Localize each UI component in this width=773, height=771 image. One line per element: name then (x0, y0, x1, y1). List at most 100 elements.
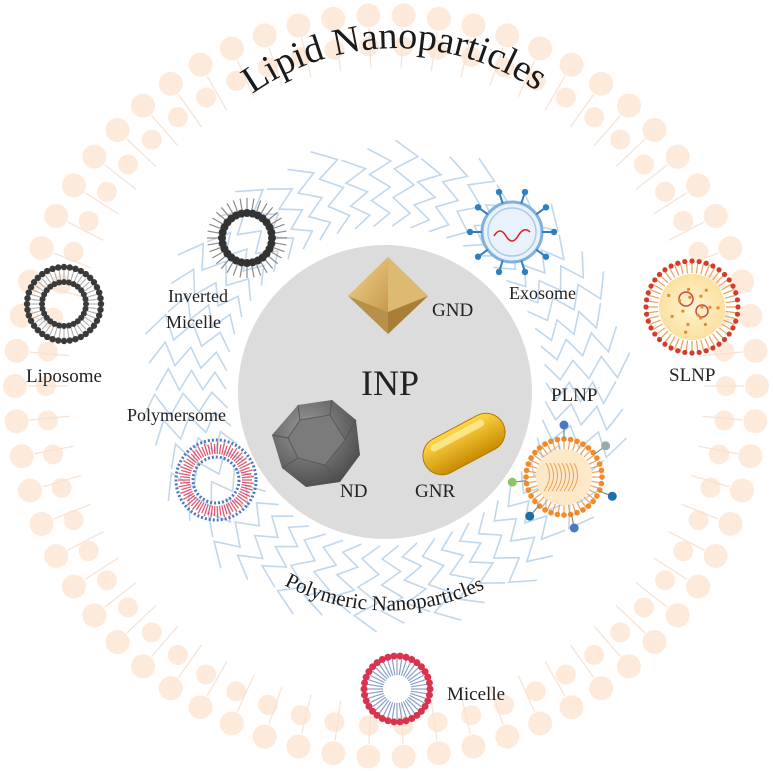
micelle-tail (409, 694, 425, 704)
lipid-head (642, 630, 667, 655)
lipid-tail (148, 340, 228, 371)
slnp-head (734, 311, 741, 317)
polymersome-chain (178, 484, 191, 488)
bilayer-head-inner (65, 279, 72, 286)
bilayer-tail (45, 275, 52, 285)
slnp-head (643, 297, 650, 303)
micelle-tail (406, 698, 419, 711)
bilayer-head-inner (80, 291, 87, 298)
bilayer-head-outer (72, 265, 79, 273)
slnp-head (716, 341, 722, 347)
lipid-head (718, 511, 743, 536)
micelle-head (408, 715, 416, 723)
polymersome-chain (216, 505, 219, 518)
lipid-tail (506, 234, 565, 288)
lipid-tail (213, 501, 279, 569)
bilayer-head-outer (77, 333, 84, 341)
polymersome-outer (174, 438, 258, 522)
plnp-head (528, 493, 534, 499)
bilayer-tail (86, 310, 97, 315)
lipid-tail-faint (460, 694, 471, 735)
bilayer-head-outer (90, 322, 98, 329)
bilayer-head-outer (95, 289, 103, 296)
lipid-tail (170, 430, 238, 470)
lipid-tail-faint (84, 557, 119, 581)
bilayer-head-outer (55, 264, 62, 271)
plnp-label: PLNP (551, 385, 597, 406)
bilayer-tail (79, 321, 87, 331)
slnp-tail (723, 319, 735, 326)
bilayer-head-inner (61, 279, 67, 285)
polymersome-chain (207, 444, 211, 455)
lipid-tail-faint (698, 445, 738, 455)
micelle-tail (273, 230, 287, 234)
lipid-head (426, 6, 451, 31)
lipid-head (461, 13, 486, 38)
polymersome-chain (231, 499, 239, 509)
lipid-tail (235, 188, 295, 260)
micelle-tail (209, 246, 222, 253)
lipid-tail (410, 158, 443, 229)
polymersome-chain (183, 492, 195, 501)
slnp-particle (716, 306, 720, 310)
polymersome-chain (186, 454, 197, 464)
inverted-micelle-label-line1: Inverted (168, 286, 228, 306)
polymersome-chain (203, 443, 209, 456)
slnp-tail (708, 266, 716, 278)
lipid-head (96, 181, 117, 202)
polymersome-chain (235, 455, 244, 464)
slnp-particle (699, 294, 703, 298)
lipid-tail (367, 147, 393, 228)
micelle-tail (367, 683, 384, 688)
plnp-polymer (571, 462, 578, 492)
lipid-tails (141, 139, 631, 633)
slnp-head (668, 345, 674, 351)
lipid-tail-faint (680, 503, 719, 520)
exosome-protein-tip (542, 204, 550, 211)
bilayer-tail (49, 325, 55, 336)
micelle-tail (391, 659, 396, 676)
plnp-head (574, 438, 580, 445)
micelle-head (425, 691, 433, 699)
bilayer-head-outer (93, 317, 101, 324)
lipid-head (673, 541, 694, 562)
lipid-tail-faint (430, 31, 438, 72)
micelle-tail (232, 200, 239, 213)
bilayer-head-outer (27, 284, 35, 291)
bilayer-head-outer (49, 265, 56, 273)
bilayer-tail (35, 316, 45, 323)
lipid-head (729, 269, 754, 294)
lipid-tail (352, 545, 381, 633)
bilayer-head-outer (86, 326, 94, 334)
plnp-head (580, 441, 586, 447)
bilayer-head-outer (30, 279, 38, 286)
lipid-head (461, 46, 482, 67)
micelle-head (413, 659, 421, 667)
lipid-head (158, 676, 183, 701)
lipid-tail-faint (635, 582, 668, 608)
polymersome-chain (241, 475, 254, 479)
lipid-tail (287, 168, 332, 241)
micelle-tail (215, 211, 227, 222)
lipid-tail-faint (268, 686, 283, 725)
polymersome-chain (186, 458, 196, 466)
lipid-head (252, 23, 277, 48)
bilayer-tail (53, 271, 58, 282)
bilayer-head-inner (70, 320, 77, 327)
lipid-tail (534, 302, 602, 342)
exosome-protein-tip (542, 253, 550, 260)
lipid-head (61, 173, 86, 198)
plnp-tail (541, 499, 549, 509)
plnp-tail (532, 454, 542, 462)
bilayer-head-inner (56, 279, 63, 286)
polymersome-chain (240, 486, 253, 491)
slnp-head (668, 263, 674, 269)
lipid-tail-faint (126, 605, 157, 634)
bilayer-tail (83, 285, 93, 292)
lipid-head (610, 622, 631, 643)
lipid-tail-faint (42, 475, 82, 488)
lipid-head (358, 36, 379, 57)
lipid-tail-faint (334, 700, 342, 741)
exosome-protein-tip (474, 253, 482, 260)
bilayer-tail (81, 281, 91, 289)
